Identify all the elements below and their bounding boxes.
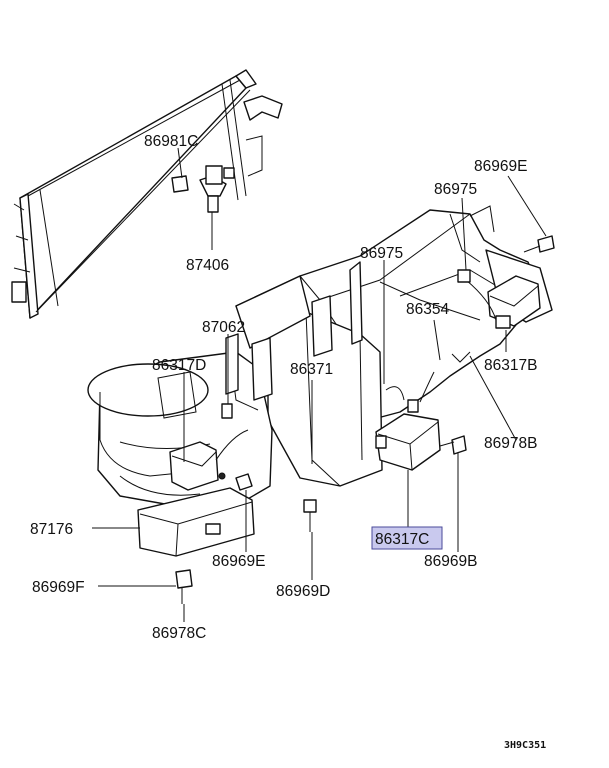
label-86969D[interactable]: 86969D <box>276 583 330 600</box>
label-86969F[interactable]: 86969F <box>32 579 85 596</box>
label-86978C[interactable]: 86978C <box>152 625 206 642</box>
label-87406[interactable]: 87406 <box>186 257 229 274</box>
leader-lines <box>92 147 547 622</box>
label-86371[interactable]: 86371 <box>290 361 333 378</box>
label-86317B[interactable]: 86317B <box>484 357 537 374</box>
label-87062[interactable]: 87062 <box>202 319 245 336</box>
actuator-86317b-drawing <box>451 269 541 363</box>
label-86975-mid[interactable]: 86975 <box>360 245 403 262</box>
label-86969E-top[interactable]: 86969E <box>474 158 527 175</box>
label-87176[interactable]: 87176 <box>30 521 73 538</box>
screws-drawing <box>171 175 555 604</box>
label-86978B[interactable]: 86978B <box>484 435 537 452</box>
part-labels: 86981C 87406 86969E 86975 86975 86354 86… <box>30 133 546 751</box>
label-86317C-highlight <box>371 526 443 550</box>
label-86354[interactable]: 86354 <box>406 301 449 318</box>
label-86317C[interactable]: 86317C <box>375 531 429 548</box>
label-86317D[interactable]: 86317D <box>152 357 206 374</box>
label-86981C[interactable]: 86981C <box>144 133 198 150</box>
label-86975-right[interactable]: 86975 <box>434 181 477 198</box>
label-86969E-bottom[interactable]: 86969E <box>212 553 265 570</box>
condenser-drawing <box>11 69 283 319</box>
actuator-86317c-drawing <box>375 371 441 471</box>
label-86969B[interactable]: 86969B <box>424 553 477 570</box>
diagram-code: 3H9C351 <box>504 740 546 751</box>
